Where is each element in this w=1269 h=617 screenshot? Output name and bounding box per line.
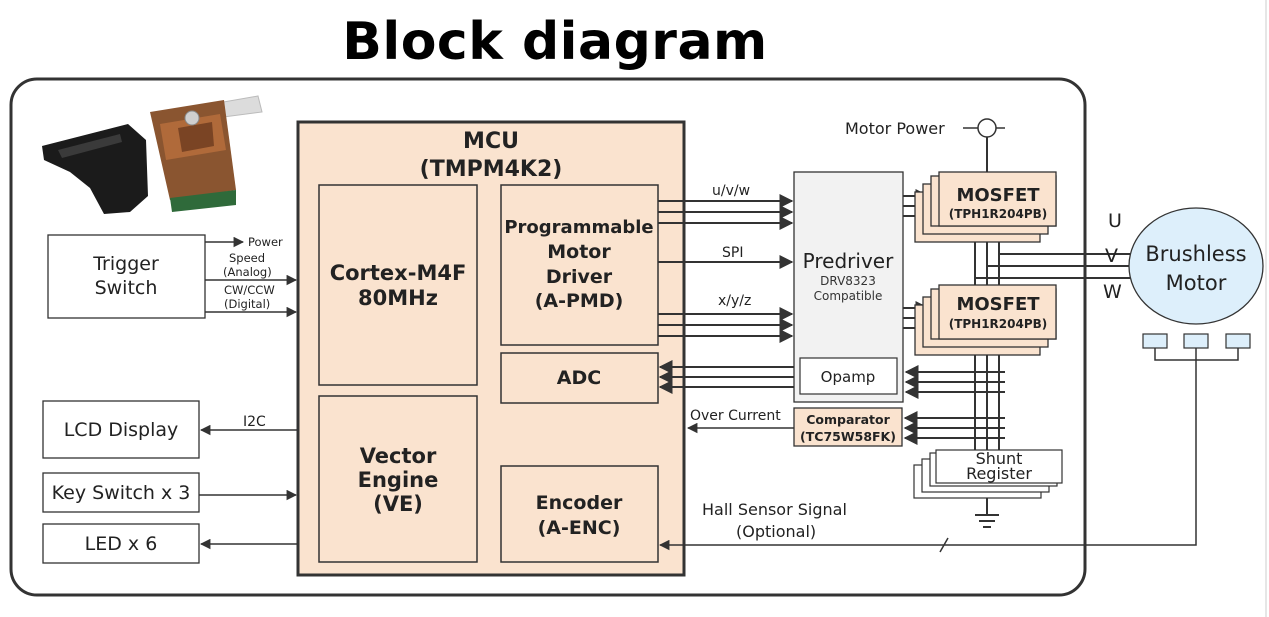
mosfet-bottom-stack xyxy=(914,284,1057,356)
predriver-compatible: Compatible xyxy=(814,289,883,303)
motor-label-2: Motor xyxy=(1166,271,1227,295)
predriver-title: Predriver xyxy=(803,249,894,273)
encoder-label-1: Encoder xyxy=(536,492,623,514)
xyz-label: x/y/z xyxy=(718,293,751,309)
ground-icon xyxy=(975,498,999,528)
encoder-block xyxy=(500,465,659,563)
phase-u-label: U xyxy=(1108,210,1122,232)
power-label: Power xyxy=(248,235,283,249)
adc-block xyxy=(500,352,659,404)
cwccw-label: CW/CCW xyxy=(224,283,275,297)
ve-label-2: Engine xyxy=(358,468,439,492)
cortex-freq: 80MHz xyxy=(358,286,438,310)
pmd-label-3: Driver xyxy=(546,266,613,288)
mcu-title: MCU xyxy=(463,129,519,154)
pmd-label-1: Programmable xyxy=(504,217,653,238)
speed-label: Speed xyxy=(229,251,265,265)
phase-w-label: W xyxy=(1103,281,1122,303)
shunt-label-2: Register xyxy=(966,464,1032,483)
opamp-block xyxy=(799,357,898,395)
hall-sensors xyxy=(658,333,1251,553)
adc-label: ADC xyxy=(557,367,601,389)
spi-label: SPI xyxy=(722,245,743,261)
motor-power-label: Motor Power xyxy=(845,119,945,138)
digital-label: (Digital) xyxy=(224,297,270,311)
key-switch-block xyxy=(42,472,200,513)
cortex-label: Cortex-M4F xyxy=(330,261,467,285)
predriver-part: DRV8323 xyxy=(820,274,876,288)
led-label: LED x 6 xyxy=(85,533,158,555)
analog-label: (Analog) xyxy=(223,265,272,279)
phase-v-label: V xyxy=(1105,245,1118,267)
vector-engine-block xyxy=(318,395,478,563)
page-title: Block diagram xyxy=(342,12,768,72)
encoder-label-2: (A-ENC) xyxy=(538,517,621,539)
pmd-label-4: (A-PMD) xyxy=(535,290,624,312)
pmd-block xyxy=(500,184,659,346)
trigger-switch-block xyxy=(47,234,206,319)
pmd-label-2: Motor xyxy=(547,241,611,263)
comparator-block xyxy=(793,407,903,447)
mcu-subtitle: (TMPM4K2) xyxy=(420,157,563,182)
trigger-label-1: Trigger xyxy=(92,253,159,275)
ve-label-3: (VE) xyxy=(373,492,423,516)
brushless-motor xyxy=(1128,207,1264,325)
shunt-label-1: Shunt xyxy=(976,449,1023,468)
comparator-label: Comparator xyxy=(806,412,890,427)
trigger-label-2: Switch xyxy=(95,277,158,299)
ve-label-1: Vector xyxy=(360,444,437,468)
opamp-label: Opamp xyxy=(821,368,876,386)
lcd-label: LCD Display xyxy=(64,419,179,441)
cortex-block xyxy=(318,184,478,386)
hall-sensor-label: Hall Sensor Signal xyxy=(702,500,847,519)
mosfet-top-part: (TPH1R204PB) xyxy=(949,207,1048,221)
mosfet-bottom-part: (TPH1R204PB) xyxy=(949,317,1048,331)
mosfet-top-stack xyxy=(914,171,1057,243)
motor-power-terminal xyxy=(977,118,997,138)
comparator-part: (TC75W58FK) xyxy=(800,429,896,444)
lcd-display-block xyxy=(42,400,200,459)
led-block xyxy=(42,523,200,564)
trigger-switch-image xyxy=(42,95,263,214)
over-current-label: Over Current xyxy=(690,408,781,424)
uvw-label: u/v/w xyxy=(712,183,750,199)
shunt-register-stack xyxy=(913,449,1063,499)
mosfet-top-label: MOSFET xyxy=(956,185,1040,206)
mosfet-bottom-label: MOSFET xyxy=(956,294,1040,315)
motor-label-1: Brushless xyxy=(1145,242,1246,266)
i2c-label: I2C xyxy=(243,414,266,430)
hall-optional-label: (Optional) xyxy=(736,522,816,541)
key-switch-label: Key Switch x 3 xyxy=(52,482,191,504)
